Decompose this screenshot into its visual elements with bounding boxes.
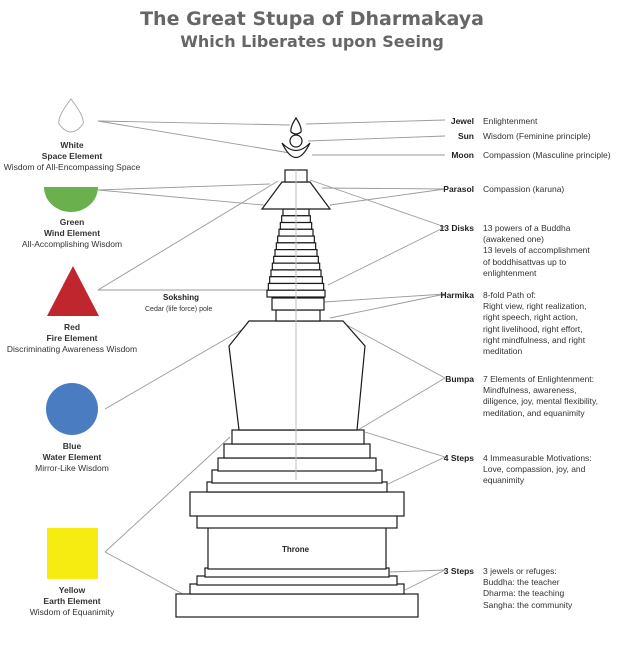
sokshing-label: Sokshing: [163, 293, 200, 302]
leader-3steps-1: [389, 569, 446, 573]
diagram-title: The Great Stupa of Dharmakaya: [140, 8, 484, 30]
wind-half-circle-icon: [44, 187, 98, 212]
step-4-b: [217, 457, 377, 472]
part-sun-desc: Wisdom (Feminine principle): [483, 131, 591, 141]
element-fire-caption: Red Fire Element Discriminating Awarenes…: [0, 322, 162, 355]
element-wind-name: Wind Element: [43, 228, 101, 238]
throne-cornice: [189, 491, 405, 517]
step-4-top: [231, 429, 365, 445]
sun-disk: [289, 134, 303, 148]
element-earth-color: Yellow: [58, 585, 86, 595]
part-disks-desc: 13 powers of a Buddha(awakened one)13 le…: [483, 223, 590, 278]
element-fire-color: Red: [63, 322, 81, 332]
element-earth-name: Earth Element: [43, 596, 101, 606]
part-4steps-label: 4 Steps: [443, 453, 474, 463]
part-jewel-label: Jewel: [450, 116, 474, 126]
earth-square-icon: [47, 528, 98, 579]
throne-label: Throne: [282, 545, 310, 554]
element-space-color: White: [60, 140, 84, 150]
harmika-base: [275, 309, 321, 322]
element-space-caption: White Space Element Wisdom of All-Encomp…: [0, 140, 162, 173]
stupa-structure: [175, 116, 419, 618]
leader-space-2: [97, 120, 291, 154]
part-4steps-desc: 4 Immeasurable Motivations:Love, compass…: [483, 453, 592, 486]
leader-disks-2: [309, 179, 446, 228]
water-circle-icon: [46, 383, 98, 435]
space-drop-icon: [58, 98, 84, 133]
sokshing-sub: Cedar (life force) pole: [145, 306, 213, 313]
element-water-color: Blue: [62, 441, 82, 451]
element-water-name: Water Element: [42, 452, 102, 462]
step-4-a: [223, 443, 371, 459]
leader-earth-1: [104, 436, 231, 553]
throne-cornice-lower: [196, 514, 398, 529]
leader-parasol-1: [321, 187, 446, 190]
step-4-c: [211, 469, 383, 484]
leader-sun: [307, 135, 446, 142]
part-bumpa-label: Bumpa: [445, 374, 474, 384]
diagram-subtitle: Which Liberates upon Seeing: [180, 32, 444, 51]
leader-space-1: [97, 120, 291, 126]
bumpa-vase: [228, 320, 366, 431]
element-space-wisdom: Wisdom of All-Encompassing Space: [3, 162, 141, 172]
leader-fire-1: [97, 180, 279, 291]
part-sun-label: Sun: [457, 131, 474, 141]
leader-3steps-2: [404, 569, 446, 591]
leader-harmika-2: [329, 293, 446, 319]
leader-wind-1: [97, 183, 271, 191]
throne-block: [207, 526, 387, 570]
part-parasol-label: Parasol: [443, 184, 474, 194]
element-water-caption: Blue Water Element Mirror-Like Wisdom: [0, 441, 162, 474]
part-bumpa-desc: 7 Elements of Enlightenment:Mindfulness,…: [483, 374, 598, 418]
part-disks-label: 13 Disks: [439, 223, 475, 233]
harmika: [271, 297, 325, 311]
part-parasol-desc: Compassion (karuna): [483, 184, 565, 194]
part-moon-desc: Compassion (Masculine principle): [483, 150, 611, 160]
part-harmika-desc: 8-fold Path of:Right view, right realiza…: [483, 290, 587, 357]
part-moon-label: Moon: [451, 150, 474, 160]
element-wind-color: Green: [59, 217, 85, 227]
jewel-flame: [290, 116, 302, 135]
element-symbols: [44, 98, 99, 579]
element-water-wisdom: Mirror-Like Wisdom: [35, 463, 109, 473]
fire-triangle-icon: [47, 266, 99, 316]
leader-parasol-2: [329, 188, 446, 206]
element-wind-caption: Green Wind Element All-Accomplishing Wis…: [0, 217, 162, 250]
leader-lines: [97, 119, 446, 607]
element-earth-wisdom: Wisdom of Equanimity: [29, 607, 115, 617]
leader-bumpa-1: [342, 322, 446, 379]
leader-disks-1: [327, 226, 446, 286]
element-wind-wisdom: All-Accomplishing Wisdom: [21, 239, 123, 249]
leader-wind-2: [97, 189, 286, 208]
part-3steps-label: 3 Steps: [443, 566, 474, 576]
leader-4steps-1: [364, 431, 446, 458]
leader-harmika-1: [323, 293, 446, 303]
leader-bumpa-2: [357, 377, 446, 431]
leader-jewel: [305, 119, 446, 125]
part-jewel-desc: Enlightenment: [483, 116, 538, 126]
moon-crescent: [281, 142, 311, 159]
element-fire-name: Fire Element: [46, 333, 98, 343]
leader-water: [104, 324, 251, 410]
base-slab: [175, 593, 419, 618]
element-space-name: Space Element: [41, 151, 103, 161]
element-fire-wisdom: Discriminating Awareness Wisdom: [6, 344, 138, 354]
part-harmika-label: Harmika: [440, 290, 474, 300]
leader-4steps-2: [387, 456, 446, 485]
element-earth-caption: Yellow Earth Element Wisdom of Equanimit…: [0, 585, 162, 618]
